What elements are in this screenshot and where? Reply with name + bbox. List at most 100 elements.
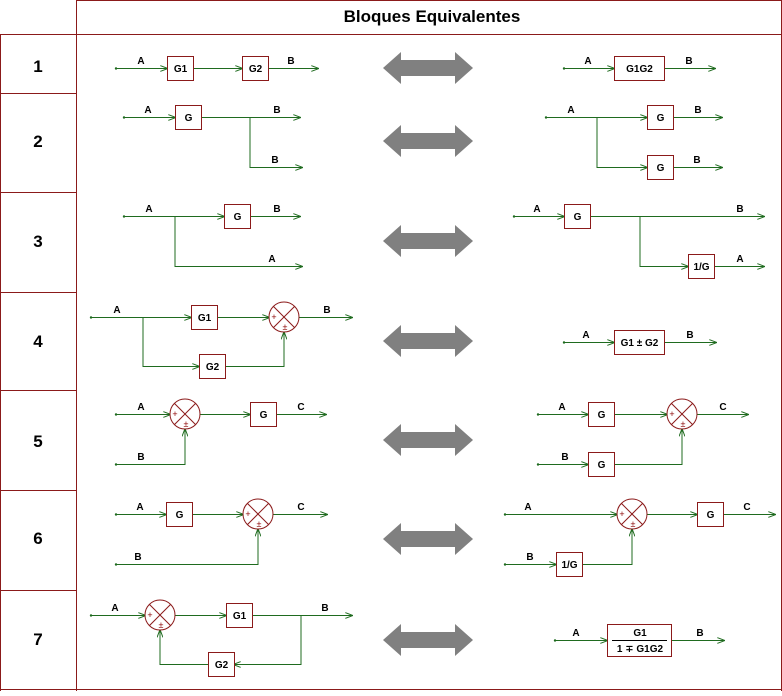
signal-start-dot: [114, 463, 118, 466]
signal-label: B: [323, 305, 330, 316]
row-number-2: 2: [33, 132, 42, 151]
signal-label: B: [321, 603, 328, 614]
signal-label: C: [297, 402, 304, 413]
equivalence-arrow: [383, 624, 473, 656]
block-label: G1 ± G2: [621, 338, 659, 349]
page-title: Bloques Equivalentes: [344, 7, 521, 26]
signal-start-dot: [536, 413, 540, 416]
signal-label: A: [144, 105, 151, 116]
signal-label: C: [743, 502, 750, 513]
block-g2: [208, 652, 235, 677]
signal-label: B: [561, 452, 568, 463]
block-g1: [191, 305, 218, 330]
signal-label: C: [297, 502, 304, 513]
signal-start-dot: [536, 463, 540, 466]
block-g: [647, 155, 674, 180]
signal-start-dot: [114, 413, 118, 416]
summing-cross: [621, 503, 643, 525]
block-label: G2: [206, 362, 220, 373]
equivalence-arrow: [383, 125, 473, 157]
block-label: 1/G: [561, 560, 577, 571]
signal-label: B: [696, 628, 703, 639]
block-g1: [226, 603, 253, 628]
block-g: [588, 452, 615, 477]
signal-start-dot: [503, 513, 507, 516]
signal-label: B: [685, 56, 692, 67]
signal-label: A: [736, 254, 743, 265]
signal-start-dot: [89, 316, 93, 319]
summing-cross: [671, 403, 693, 425]
fraction-numerator: G1: [633, 628, 647, 639]
block-label: G: [574, 212, 582, 223]
signal-label: A: [524, 502, 531, 513]
block-g1-pm-g2: [614, 330, 665, 355]
block-label: G2: [249, 64, 263, 75]
signal-label: A: [567, 105, 574, 116]
sign-plus-minus: ±: [257, 519, 262, 529]
block-g: [564, 204, 591, 229]
signal-label: A: [533, 204, 540, 215]
equivalence-arrow: [383, 225, 473, 257]
block-label: G: [598, 460, 606, 471]
signal-line: [582, 530, 632, 565]
block-g: [697, 502, 724, 527]
sign-plus: +: [669, 409, 674, 419]
sign-plus: +: [172, 409, 177, 419]
block-label: G: [260, 410, 268, 421]
signal-start-dot: [122, 116, 126, 119]
block-label: G: [185, 113, 193, 124]
signal-line: [225, 333, 284, 367]
signal-label: A: [558, 402, 565, 413]
sign-plus: +: [271, 312, 276, 322]
block-inverse-g: [556, 552, 583, 577]
block-label: G: [707, 510, 715, 521]
signal-start-dot: [503, 563, 507, 566]
sign-plus: +: [245, 509, 250, 519]
signal-label: B: [686, 330, 693, 341]
signal-label: B: [526, 552, 533, 563]
signal-start-dot: [562, 67, 566, 70]
sign-plus-minus: ±: [681, 419, 686, 429]
block-g: [175, 105, 202, 130]
signal-label: B: [694, 105, 701, 116]
fraction-denominator: 1 ∓ G1G2: [617, 644, 664, 655]
block-g: [166, 502, 193, 527]
signal-start-dot: [114, 563, 118, 566]
signal-start-dot: [89, 614, 93, 617]
signal-label: B: [137, 452, 144, 463]
signal-label: A: [582, 330, 589, 341]
block-label: G: [234, 212, 242, 223]
block-g: [250, 402, 277, 427]
block-label: 1/G: [693, 262, 709, 273]
row-number-5: 5: [33, 432, 42, 451]
signal-label: B: [287, 56, 294, 67]
signal-label: B: [271, 155, 278, 166]
signal-wires: [89, 67, 775, 664]
block-g: [224, 204, 251, 229]
block-g1g2: [614, 56, 665, 81]
signal-line: [174, 216, 302, 267]
equivalence-arrows: [383, 52, 473, 656]
summing-junctions: +±+±+±+±+±+±: [144, 301, 698, 631]
signal-line: [116, 430, 185, 465]
block-g2: [199, 354, 226, 379]
signal-line: [596, 117, 647, 168]
signal-label: B: [134, 552, 141, 563]
signal-start-dot: [114, 67, 118, 70]
block-label: G1: [198, 313, 212, 324]
sign-plus-minus: ±: [631, 519, 636, 529]
signal-line: [142, 317, 199, 367]
summing-cross: [247, 503, 269, 525]
signal-line: [249, 117, 302, 168]
signal-line: [639, 216, 688, 267]
signal-start-dot: [512, 215, 516, 218]
signal-label: A: [145, 204, 152, 215]
signal-label: B: [736, 204, 743, 215]
row-number-1: 1: [33, 57, 42, 76]
block-label: G: [176, 510, 184, 521]
signal-start-dot: [122, 215, 126, 218]
